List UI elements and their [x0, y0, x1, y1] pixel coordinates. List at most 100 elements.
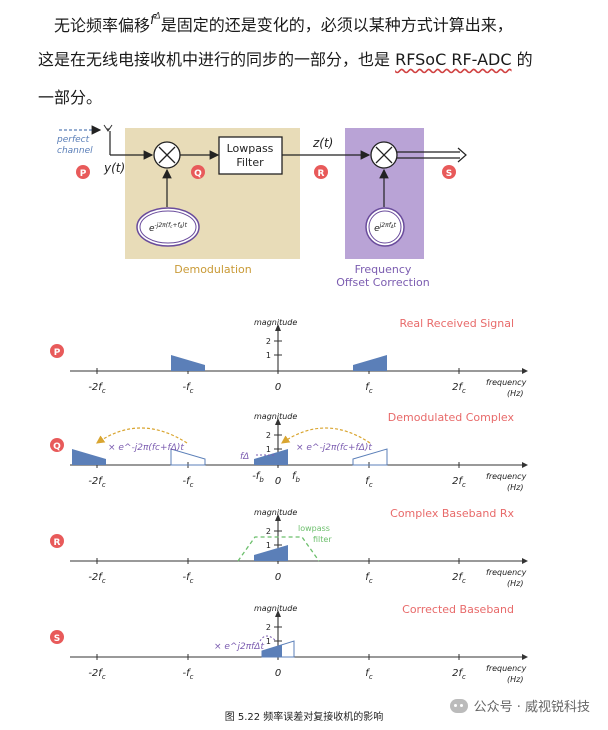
x-axis-label: frequency	[486, 472, 527, 481]
x-axis-arrow	[522, 368, 528, 374]
x-axis-arrow	[522, 654, 528, 660]
lowpass-label: Lowpass	[227, 142, 274, 155]
tick-label: -fb	[252, 471, 264, 484]
panel-title: Demodulated Complex	[388, 411, 515, 424]
y-axis-arrow	[275, 514, 281, 521]
tick-label: fc	[365, 668, 373, 681]
y-tick-label: 1	[266, 637, 271, 646]
paragraph-line-1: 无论频率偏移fΔ是固定的还是变化的，必须以某种方式计算出来，	[38, 0, 578, 43]
svg-text:P: P	[80, 169, 87, 179]
wechat-icon	[449, 698, 468, 713]
tick-label: 2fc	[452, 668, 466, 681]
intro-paragraph: 无论频率偏移fΔ是固定的还是变化的，必须以某种方式计算出来， 这是在无线电接收机…	[38, 0, 578, 115]
text-segment: 是固定的还是变化的，必须以某种方式计算出来，	[160, 15, 513, 35]
tick-label: -2fc	[88, 382, 106, 395]
x-axis-label: frequency	[486, 378, 527, 387]
tick-label: -fc	[183, 382, 194, 395]
panel-marker	[50, 630, 64, 644]
oscillator-1	[136, 207, 200, 247]
tick-label: 2fc	[452, 476, 466, 489]
panel-marker-letter: Q	[53, 442, 61, 452]
filter-label: Filter	[236, 156, 264, 169]
antenna-icon	[103, 124, 113, 132]
lowpass-filter-shape	[237, 536, 320, 562]
spectrum-ghost-pos	[352, 448, 388, 466]
y-axis-label: magnitude	[254, 508, 297, 517]
panel-title: Corrected Baseband	[402, 603, 514, 616]
panel-marker	[50, 438, 64, 452]
watermark-text: 公众号 · 威视锐科技	[473, 700, 590, 715]
figure-caption: 图 5.22 频率误差对复接收机的影响	[224, 712, 384, 723]
text-segment: 的	[516, 49, 533, 69]
rfsoc-term: RFSoC RF-ADC	[395, 49, 512, 69]
y-tick-label: 2	[266, 527, 271, 536]
filter-label: filter	[313, 535, 332, 544]
tick-label: -fc	[183, 668, 194, 681]
panel-marker-letter: R	[54, 538, 61, 548]
panel-marker	[50, 344, 64, 358]
text-segment: 这是在无线电接收机中进行的同步的一部分，也是	[38, 49, 391, 69]
panel-title: Complex Baseband Rx	[390, 507, 514, 520]
panel-marker	[50, 534, 64, 548]
spectrum-neg-fc	[171, 355, 205, 371]
output-signal-label: z(t)	[312, 136, 333, 150]
shift-arrow-left	[96, 427, 188, 444]
tick-label: fc	[365, 476, 373, 489]
y-axis-label: magnitude	[254, 604, 297, 613]
panel-title: Real Received Signal	[399, 317, 514, 330]
spectrum-corrected	[262, 645, 282, 657]
tick-label: 0	[275, 668, 281, 679]
tick-label: 0	[275, 382, 281, 393]
lowpass-filter-block	[218, 136, 283, 175]
y-tick-label: 2	[266, 431, 271, 440]
watermark: 公众号 · 威视锐科技	[449, 696, 590, 715]
svg-text:Q: Q	[194, 169, 202, 179]
x-axis-arrow	[522, 462, 528, 468]
frequency-symbol: fΔ	[150, 12, 161, 29]
correction-annotation: × e^j2πfΔt	[214, 642, 264, 652]
paragraph-line-3: 一部分。	[38, 87, 103, 107]
oscillator-2	[365, 207, 405, 247]
y-tick-label: 1	[266, 445, 271, 454]
tick-label: 0	[275, 476, 281, 487]
x-axis-unit: (Hz)	[507, 579, 523, 588]
lowpass-label: lowpass	[298, 524, 330, 533]
foc-label-1: Frequency	[355, 263, 412, 276]
x-axis-label: frequency	[486, 568, 527, 577]
spectrum-ghost-neg	[170, 448, 206, 466]
panel-marker-letter: S	[54, 634, 60, 644]
spectrum-panel-R: magnitude 2 1 -2fc -fc 0 fc 2fc frequency (Hz) R Co…	[50, 507, 528, 588]
tick-label: fc	[365, 382, 373, 395]
text-segment: 无论频率偏移	[54, 15, 151, 35]
svg-text:R: R	[318, 169, 325, 179]
x-axis-arrow	[522, 558, 528, 564]
x-axis-unit: (Hz)	[507, 483, 523, 492]
y-tick-label: 2	[266, 623, 271, 632]
paragraph-line-2: 这是在无线电接收机中进行的同步的一部分，也是 RFSoC RF-ADC 的	[38, 43, 578, 77]
y-tick-label: 1	[266, 541, 271, 550]
spectrum-neg-2fc	[72, 449, 106, 465]
tick-label: -2fc	[88, 572, 106, 585]
y-axis-arrow	[275, 610, 281, 617]
tick-label: 2fc	[452, 572, 466, 585]
y-axis-arrow	[275, 324, 281, 331]
tick-label: fc	[365, 572, 373, 585]
y-axis-arrow	[275, 418, 281, 425]
f-delta-label: fΔ	[240, 452, 249, 462]
tick-label: 0	[275, 572, 281, 583]
y-axis-label: magnitude	[254, 412, 297, 421]
y-axis-label: magnitude	[254, 318, 297, 327]
annotation-right: × e^-j2π(fc+fΔ)t	[296, 443, 372, 453]
x-axis-label: frequency	[486, 664, 527, 673]
shift-arrow-right	[281, 427, 371, 444]
foc-label-2: Offset Correction	[336, 276, 429, 289]
tick-label: -2fc	[88, 476, 106, 489]
tick-label: 2fc	[452, 382, 466, 395]
tick-label: -fc	[183, 572, 194, 585]
